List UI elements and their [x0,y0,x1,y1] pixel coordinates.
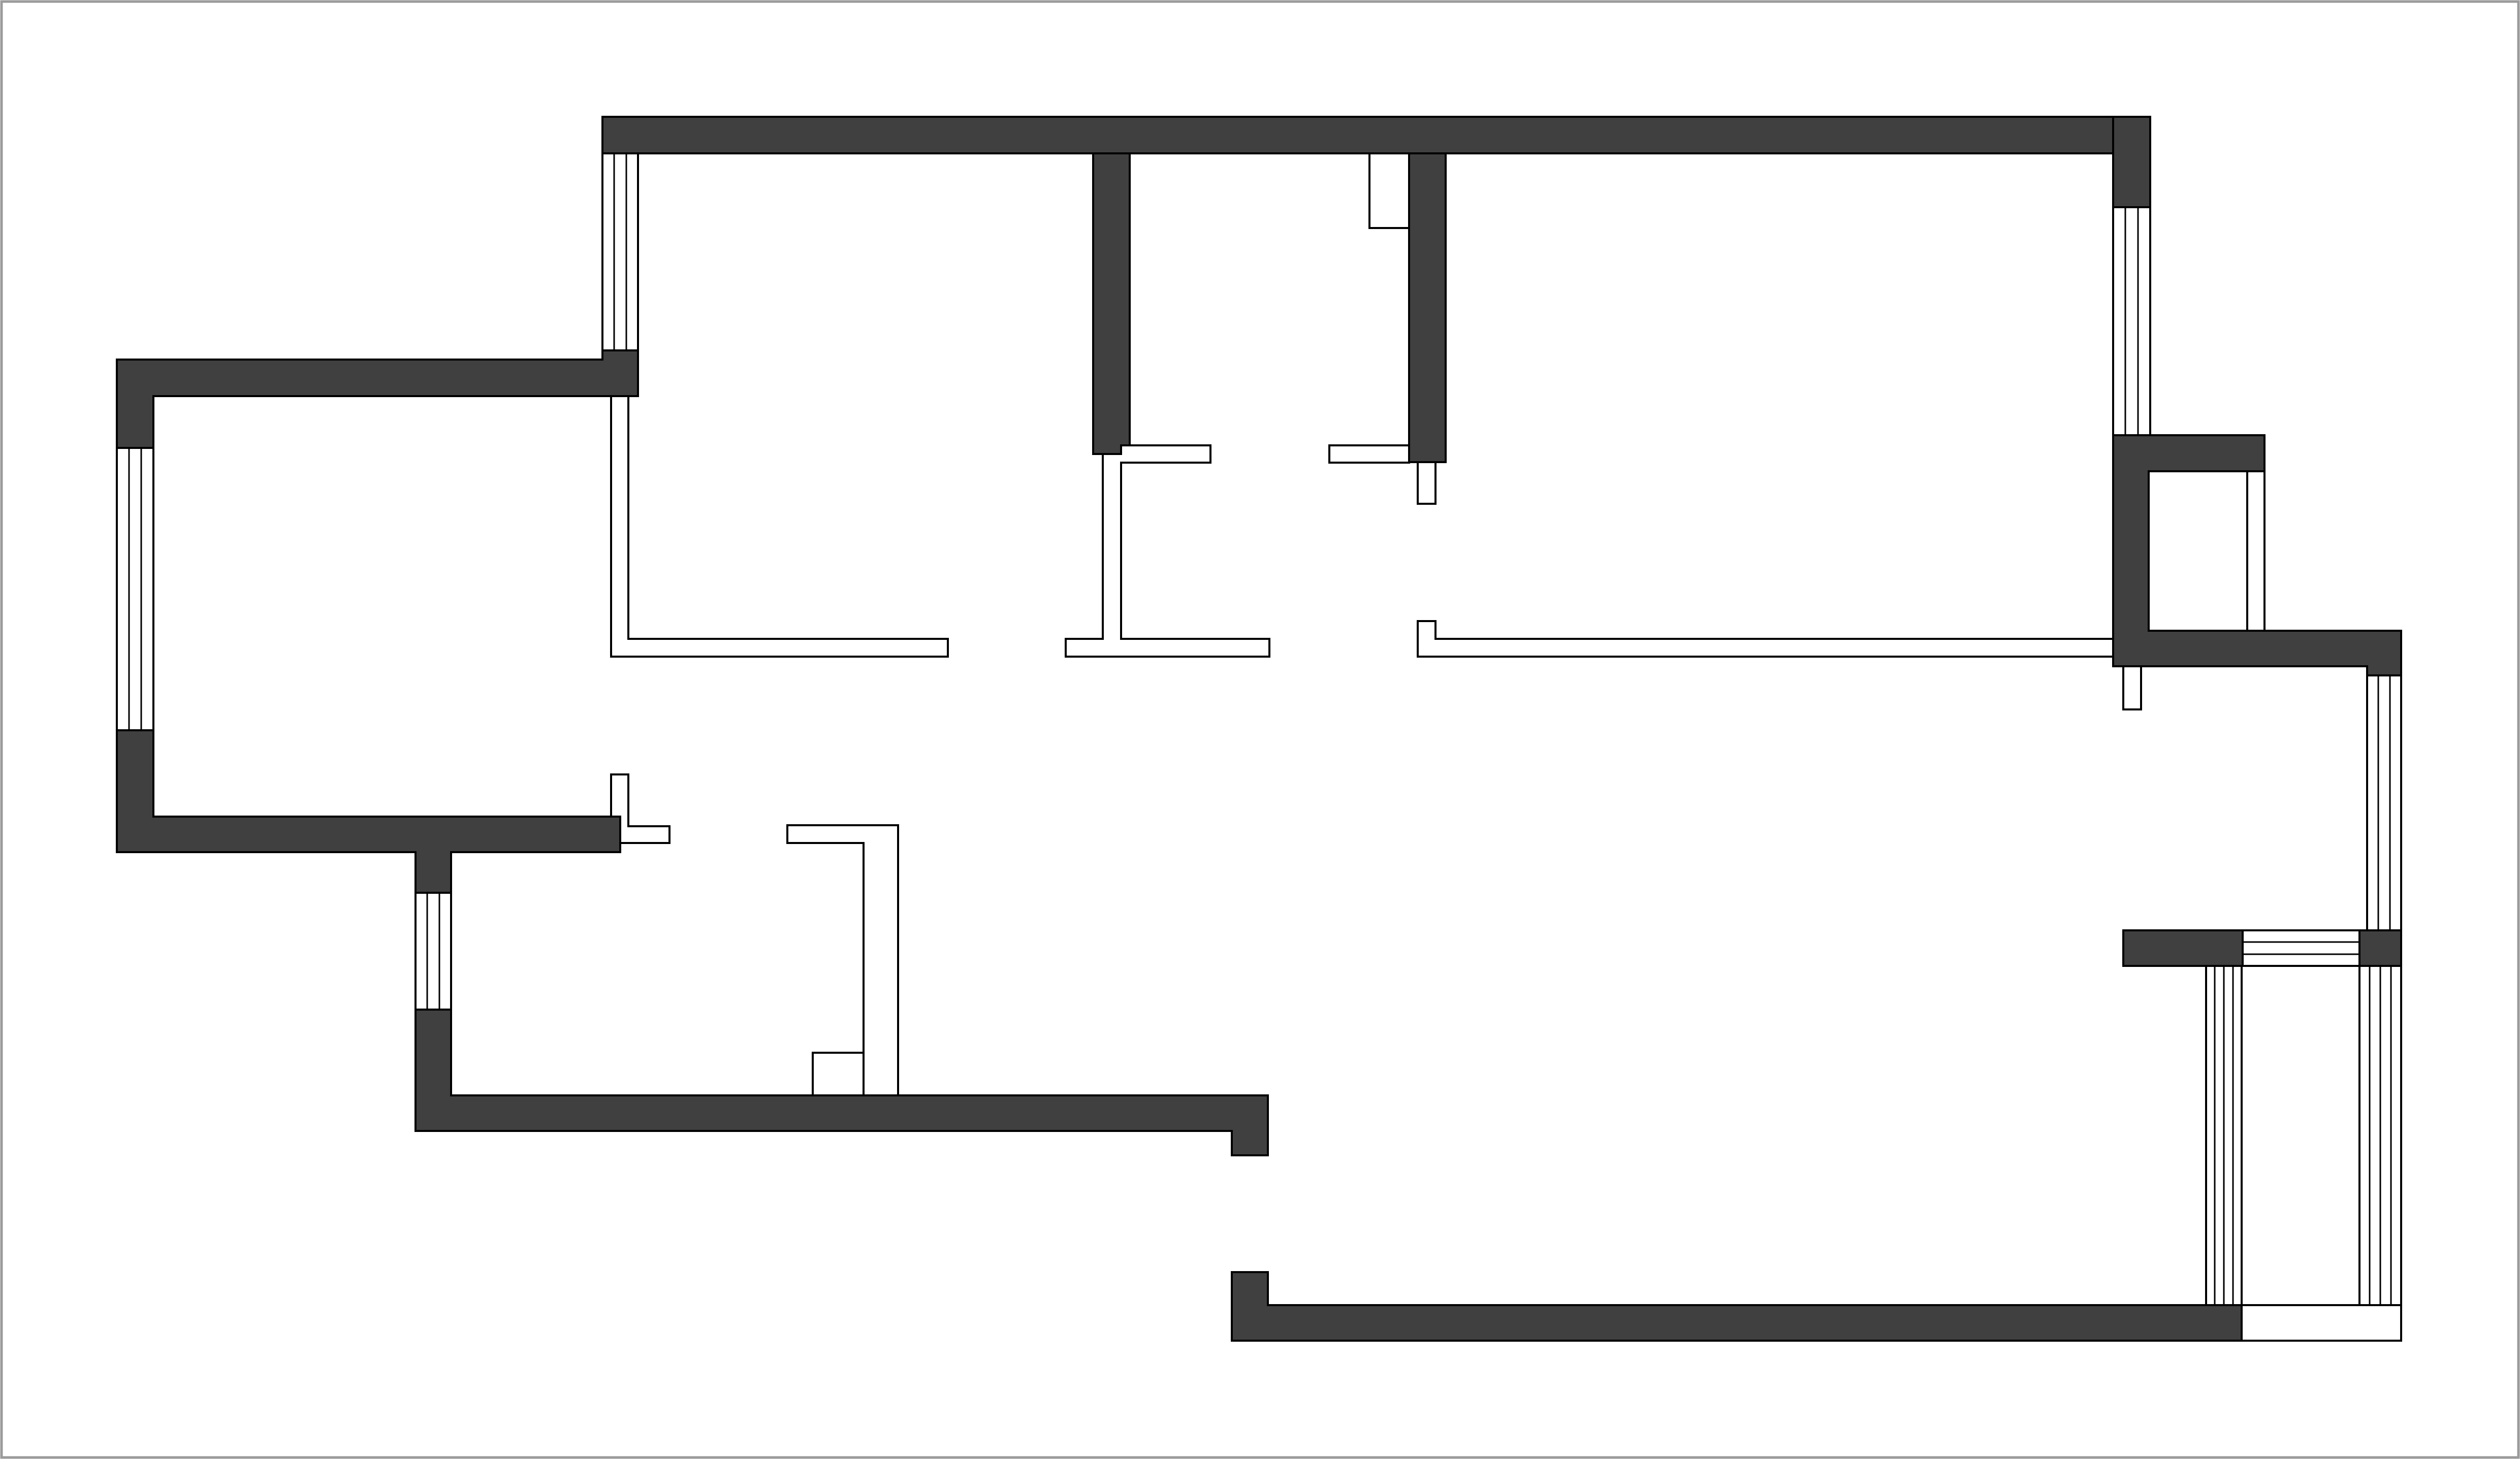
walls [116,116,2402,1342]
window-top-right [2112,206,2151,436]
wall-bottom-left [414,1009,1269,1156]
window-lower-left [414,892,452,1011]
partition-room-right [1417,620,2114,658]
window-balcony-right [2358,965,2402,1306]
partition-corridor-right [1328,444,1410,464]
window-top-left [601,152,639,351]
wall-balcony-divider [2122,929,2244,967]
partition-shaft-edge [2246,470,2266,632]
window-balcony-left [2205,965,2243,1306]
window-left-bay [116,447,154,731]
wall-right-shaft [2112,434,2402,676]
window-right-upper [2366,674,2402,931]
partition-corridor-left [1065,444,1270,658]
windows [116,152,2402,1306]
partition-small-box [812,1052,865,1096]
window-balcony-divider [2242,929,2360,967]
partition-balcony-sill [2241,1304,2402,1342]
partition-stub-right [1417,461,1437,505]
wall-left-lower-bay [116,729,621,894]
wall-interior-a [1092,152,1131,455]
wall-interior-b [1408,152,1447,463]
partition-door-jamb-top [1368,152,1410,229]
partition-room-left [610,395,949,658]
wall-top [601,116,2151,154]
wall-balcony-pier [2358,929,2402,967]
partitions [610,152,2402,1342]
partition-stub-shaft [2122,665,2142,710]
partition-door-stop-left [610,773,671,844]
wall-top-right-stub [2112,116,2151,208]
